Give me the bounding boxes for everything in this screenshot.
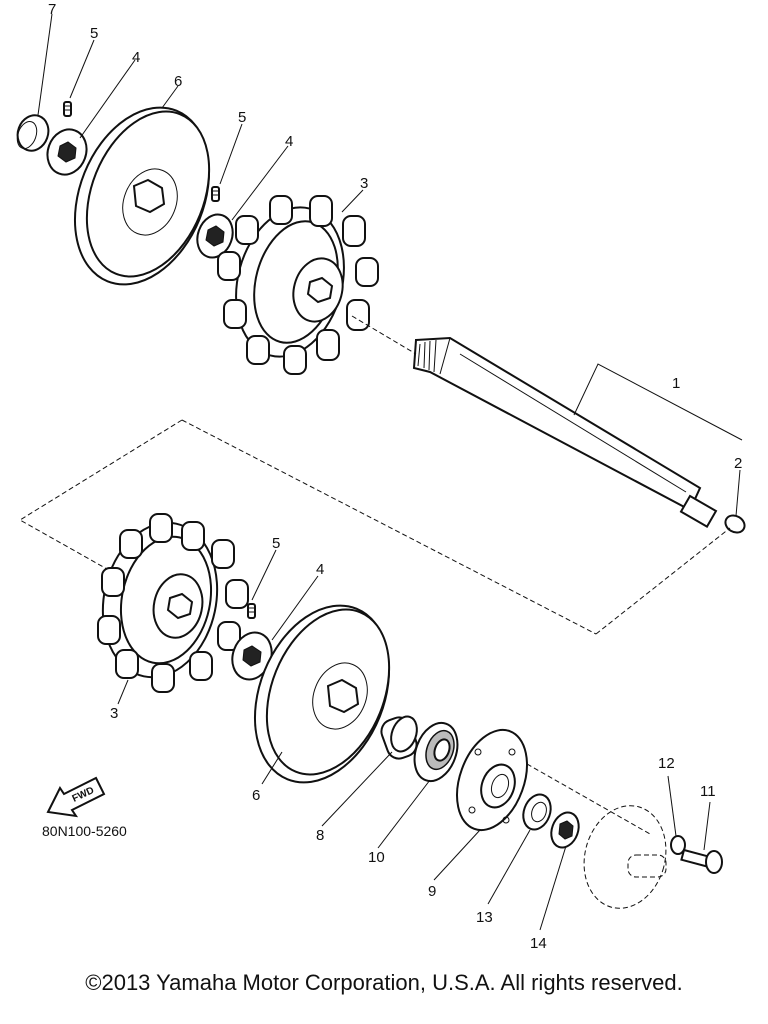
part-1-drive-shaft (412, 336, 718, 528)
part-7-collar (16, 114, 50, 152)
part-11-bolt (680, 848, 723, 874)
leader-lines (37, 13, 743, 931)
part-6-idler-wheel-upper (73, 106, 211, 286)
assembly-dashed-lines (19, 315, 731, 835)
part-14-nut (550, 811, 580, 849)
callout-3: 3 (110, 705, 118, 722)
callout-4: 4 (316, 561, 324, 578)
callout-4: 4 (132, 49, 140, 66)
part-5-set-screw-lower (247, 603, 256, 619)
part-4-bushing-upper (46, 128, 88, 176)
part-12-lock-washer (670, 835, 686, 855)
part-9-bearing-housing (456, 728, 528, 832)
callout-1: 1 (672, 375, 680, 392)
part-5-set-screw-middle (211, 186, 220, 202)
callout-6: 6 (252, 787, 260, 804)
callout-2: 2 (734, 455, 742, 472)
callout-4: 4 (285, 133, 293, 150)
callout-10: 10 (368, 849, 385, 866)
callout-14: 14 (530, 935, 547, 952)
part-3-sprocket-upper (217, 195, 379, 375)
diagram-code: 80N100-5260 (42, 823, 127, 839)
callout-8: 8 (316, 827, 324, 844)
callout-5: 5 (272, 535, 280, 552)
callout-12: 12 (658, 755, 675, 772)
callout-5: 5 (238, 109, 246, 126)
chain-case-flange (583, 805, 667, 909)
part-10-bearing (413, 721, 459, 783)
part-8-spacer (380, 715, 418, 760)
callout-6: 6 (174, 73, 182, 90)
part-4-bushing-middle (196, 213, 234, 259)
copyright-notice: ©2013 Yamaha Motor Corporation, U.S.A. A… (85, 970, 683, 995)
part-3-sprocket-lower (97, 513, 249, 693)
callout-labels: 7 5 4 6 5 4 3 1 2 5 4 3 6 8 10 9 13 14 1… (48, 1, 742, 952)
part-13-washer (522, 793, 552, 831)
part-2-end-cap (724, 514, 746, 534)
callout-3: 3 (360, 175, 368, 192)
callout-7: 7 (48, 1, 56, 18)
callout-11: 11 (700, 783, 716, 800)
forward-direction-icon: FWD (46, 776, 106, 818)
callout-13: 13 (476, 909, 493, 926)
part-6-idler-wheel-lower (253, 604, 391, 784)
part-5-set-screw-upper (63, 101, 72, 117)
callout-9: 9 (428, 883, 436, 900)
callout-5: 5 (90, 25, 98, 42)
